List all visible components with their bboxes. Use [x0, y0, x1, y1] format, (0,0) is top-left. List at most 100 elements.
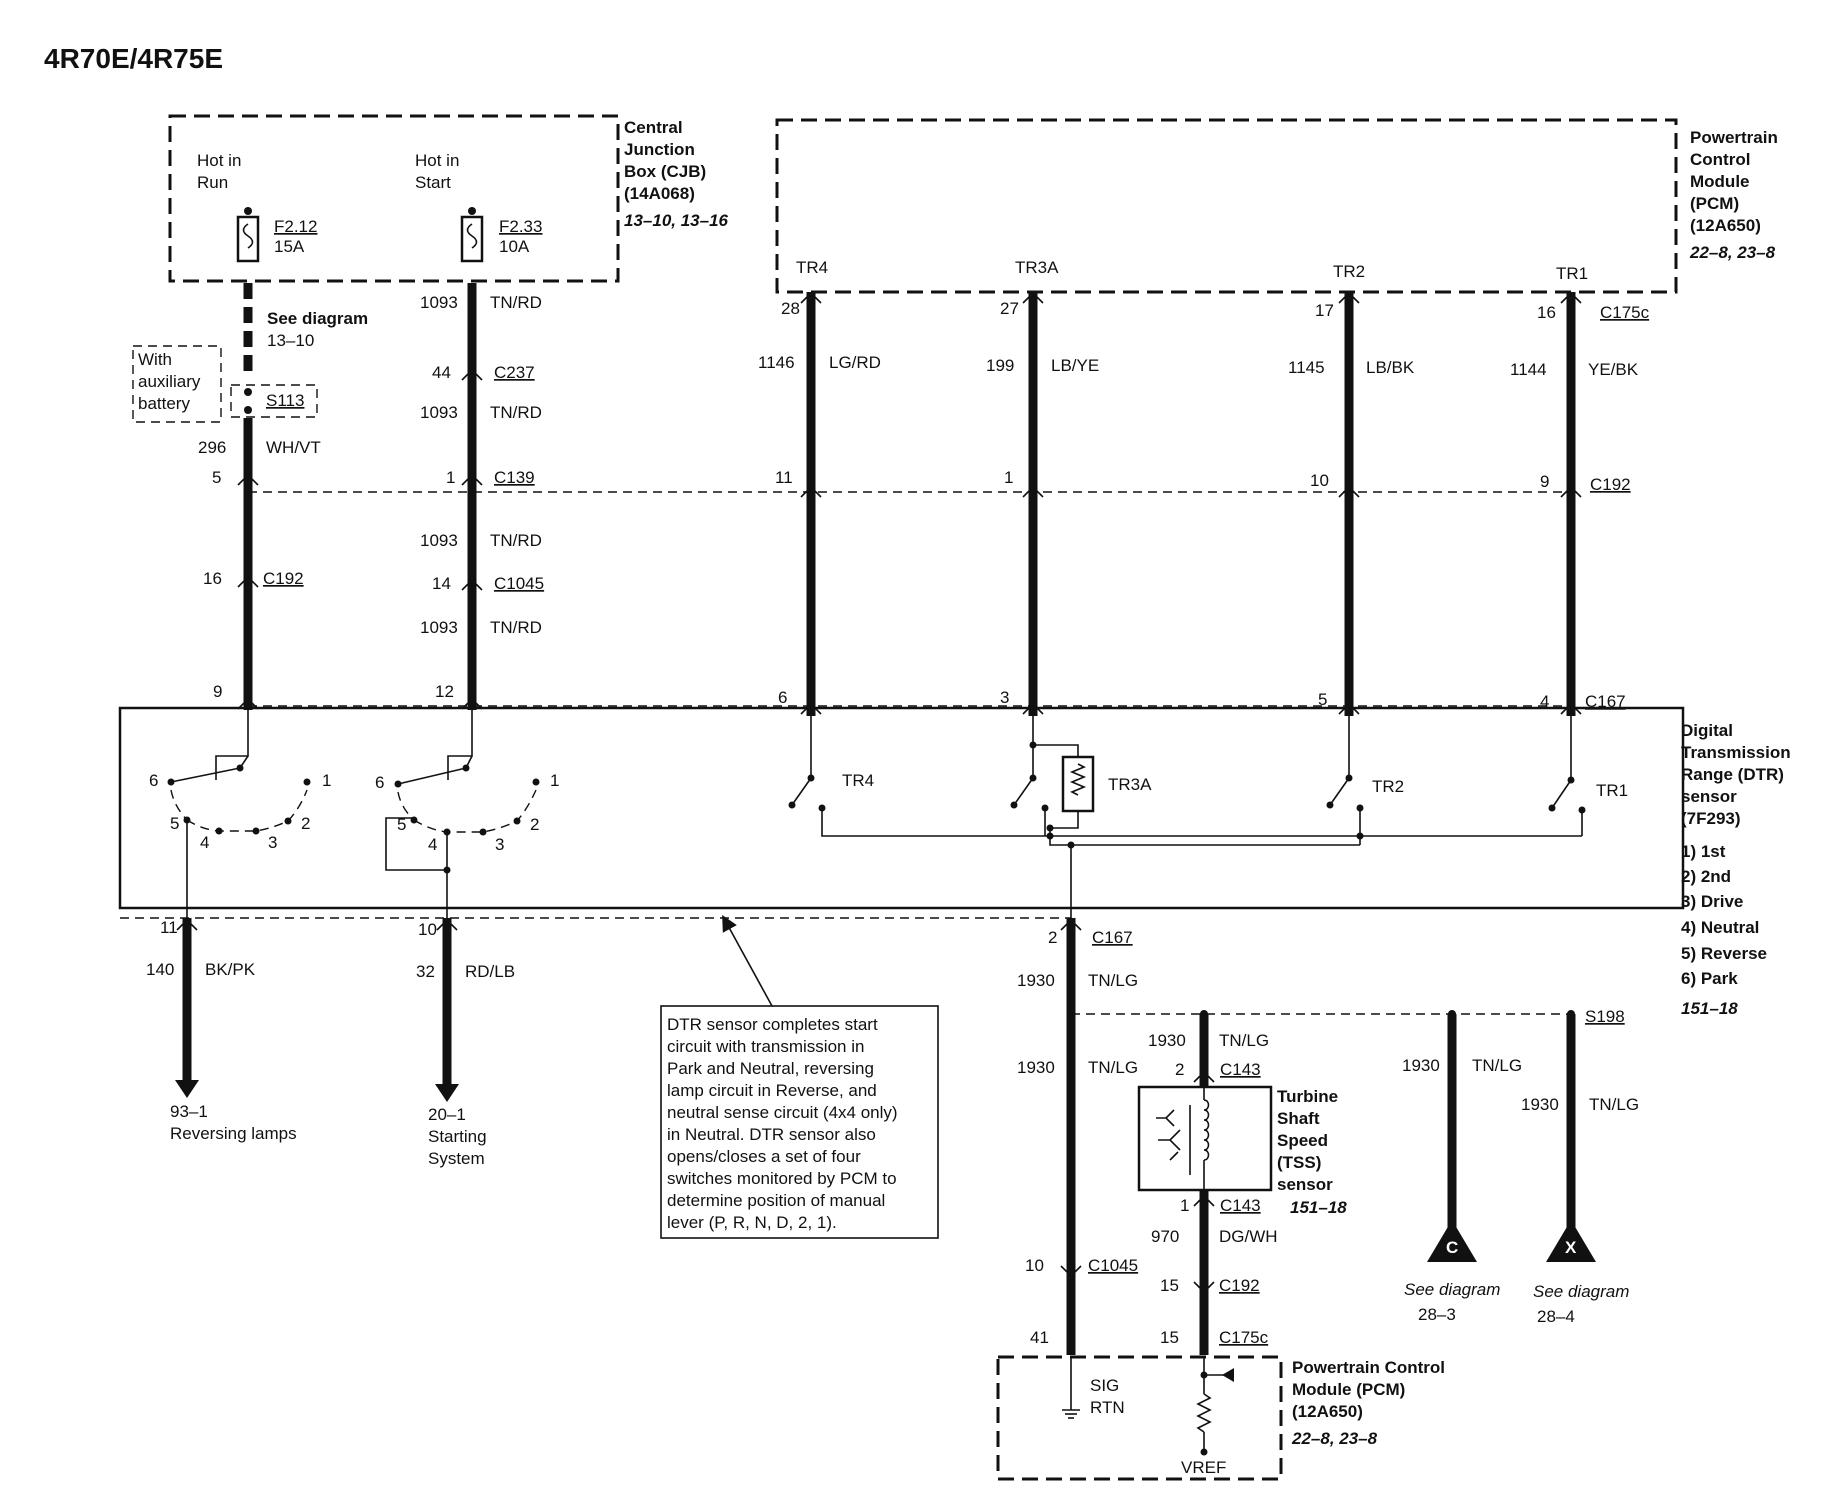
mid-w3-num: 1093: [420, 531, 458, 550]
sel1-num-1: 1: [322, 771, 331, 790]
note-box: [660, 1005, 939, 1239]
tr3a-pin-top: 27: [1000, 299, 1019, 318]
c1045-pin-14: 14: [432, 574, 451, 593]
c143-label-bot: C143: [1220, 1196, 1261, 1215]
out-mid-col: RD/LB: [465, 962, 515, 981]
c167-pin-9: 9: [213, 682, 222, 701]
pcm-pin-tr1: TR1: [1556, 264, 1588, 283]
c192-left-label: C192: [263, 569, 304, 588]
hot-run-label-2: Run: [197, 173, 228, 192]
selector-switch-mid: [385, 710, 540, 918]
tr2-pin-top: 17: [1315, 301, 1334, 320]
out-left-num: 140: [146, 960, 174, 979]
cjb-box: [168, 114, 620, 283]
tss-name-2: Shaft: [1277, 1109, 1320, 1128]
branch-x-letter: X: [1565, 1238, 1577, 1257]
dtr-pos-3: 3) Drive: [1681, 892, 1743, 911]
sel2-num-5: 5: [397, 815, 406, 834]
cjb-ref: 13–10, 13–16: [624, 211, 729, 230]
tr4-wire-col: LG/RD: [829, 353, 881, 372]
s113-dot-2: [244, 406, 252, 414]
pcm-top-name-3: Module: [1690, 172, 1750, 191]
w296-num: 296: [198, 438, 226, 457]
note-line-4: lamp circuit in Reverse, and: [667, 1081, 877, 1100]
sel1-num-5: 5: [170, 814, 179, 833]
sig-rtn-ground-icon: [1062, 1357, 1080, 1419]
tr2-switch-label: TR2: [1372, 777, 1404, 796]
tr4-switch-label: TR4: [842, 771, 874, 790]
mid-w2-col: TN/RD: [490, 403, 542, 422]
branch-c-dest-2: 28–3: [1418, 1305, 1456, 1324]
dtr-name-4: sensor: [1681, 787, 1737, 806]
mid-w4-col: TN/RD: [490, 618, 542, 637]
fuse-f2-12: [236, 207, 260, 263]
tr1-wire-col: YE/BK: [1588, 360, 1639, 379]
dtr-name-3: Range (DTR): [1681, 765, 1784, 784]
s113-dot-1: [244, 388, 252, 396]
tr2-wire-col: LB/BK: [1366, 358, 1415, 377]
tr2-c167-pin: 5: [1318, 690, 1327, 709]
c167-right-label: C167: [1585, 692, 1626, 711]
note-line-1: DTR sensor completes start: [667, 1015, 878, 1034]
tss-w2-num: 970: [1151, 1227, 1179, 1246]
c143-bottom-mark: [1193, 1194, 1215, 1207]
sig-c1045-pin: 10: [1025, 1256, 1044, 1275]
sig-c167-label: C167: [1092, 928, 1133, 947]
see-diagram-text: See diagram: [267, 309, 368, 328]
tss-c192-mark: [1193, 1281, 1215, 1294]
s198-label: S198: [1585, 1007, 1625, 1026]
tr2-switch: [1326, 710, 1582, 845]
note-line-10: lever (P, R, N, D, 2, 1).: [667, 1213, 837, 1232]
out-mid-dest-1: 20–1: [428, 1105, 466, 1124]
hot-start-label-1: Hot in: [415, 151, 459, 170]
tr3a-switch: [1010, 710, 1360, 918]
c143-top-mark: [1193, 1070, 1215, 1083]
vref-resistor-icon: [1196, 1357, 1234, 1456]
dtr-name-5: (7F293): [1681, 809, 1741, 828]
c192-pin-16: 16: [203, 569, 222, 588]
branch-c-letter: C: [1446, 1238, 1458, 1257]
sel1-num-4: 4: [200, 833, 209, 852]
out-left-dest-1: 93–1: [170, 1102, 208, 1121]
tss-c175-pin: 15: [1160, 1328, 1179, 1347]
sig-w2-col: TN/LG: [1088, 1058, 1138, 1077]
tss-name-3: Speed: [1277, 1131, 1328, 1150]
tr4-switch: [788, 710, 1050, 837]
out-left-pin: 11: [160, 918, 178, 937]
tr1-switch: [1548, 710, 1586, 836]
tr3a-wire-col: LB/YE: [1051, 356, 1099, 375]
cjb-name-1: Central: [624, 118, 683, 137]
tss-name-5: sensor: [1277, 1175, 1333, 1194]
s113-label: S113: [266, 391, 304, 410]
pcm-bottom-box: [996, 1355, 1283, 1481]
sel2-num-1: 1: [550, 771, 559, 790]
selector-switch-left: [167, 710, 311, 918]
c139-pin-5: 5: [212, 468, 221, 487]
c167-pin-12: 12: [435, 682, 454, 701]
tr1-switch-label: TR1: [1596, 781, 1628, 800]
tss-ref: 151–18: [1290, 1198, 1347, 1217]
sig-w1-num: 1930: [1017, 971, 1055, 990]
c143-pin-2: 2: [1175, 1060, 1184, 1079]
pcm-pin-tr4: TR4: [796, 258, 828, 277]
sig-c167-connector-mark: [1060, 918, 1082, 931]
tss-coil-icon: [1156, 1087, 1210, 1190]
dtr-name-1: Digital: [1681, 721, 1733, 740]
cjb-name-2: Junction: [624, 140, 695, 159]
sig-c1045-label: C1045: [1088, 1256, 1138, 1275]
pcm-pin-tr3a: TR3A: [1015, 258, 1059, 277]
pcm-top-name-1: Powertrain: [1690, 128, 1778, 147]
starting-system-connector-mark: [436, 918, 458, 931]
c237-label: C237: [494, 363, 535, 382]
branch-x-col: TN/LG: [1589, 1095, 1639, 1114]
note-line-6: in Neutral. DTR sensor also: [667, 1125, 876, 1144]
dtr-pos-4: 4) Neutral: [1681, 918, 1759, 937]
c175c-label: C175c: [1600, 303, 1650, 322]
note-line-9: determine position of manual: [667, 1191, 885, 1210]
sig-rtn-label-2: RTN: [1090, 1398, 1125, 1417]
tss-w-num: 1930: [1148, 1031, 1186, 1050]
aux-label-3: battery: [138, 394, 190, 413]
sig-w2-num: 1930: [1017, 1058, 1055, 1077]
mid-w1-col: TN/RD: [490, 293, 542, 312]
